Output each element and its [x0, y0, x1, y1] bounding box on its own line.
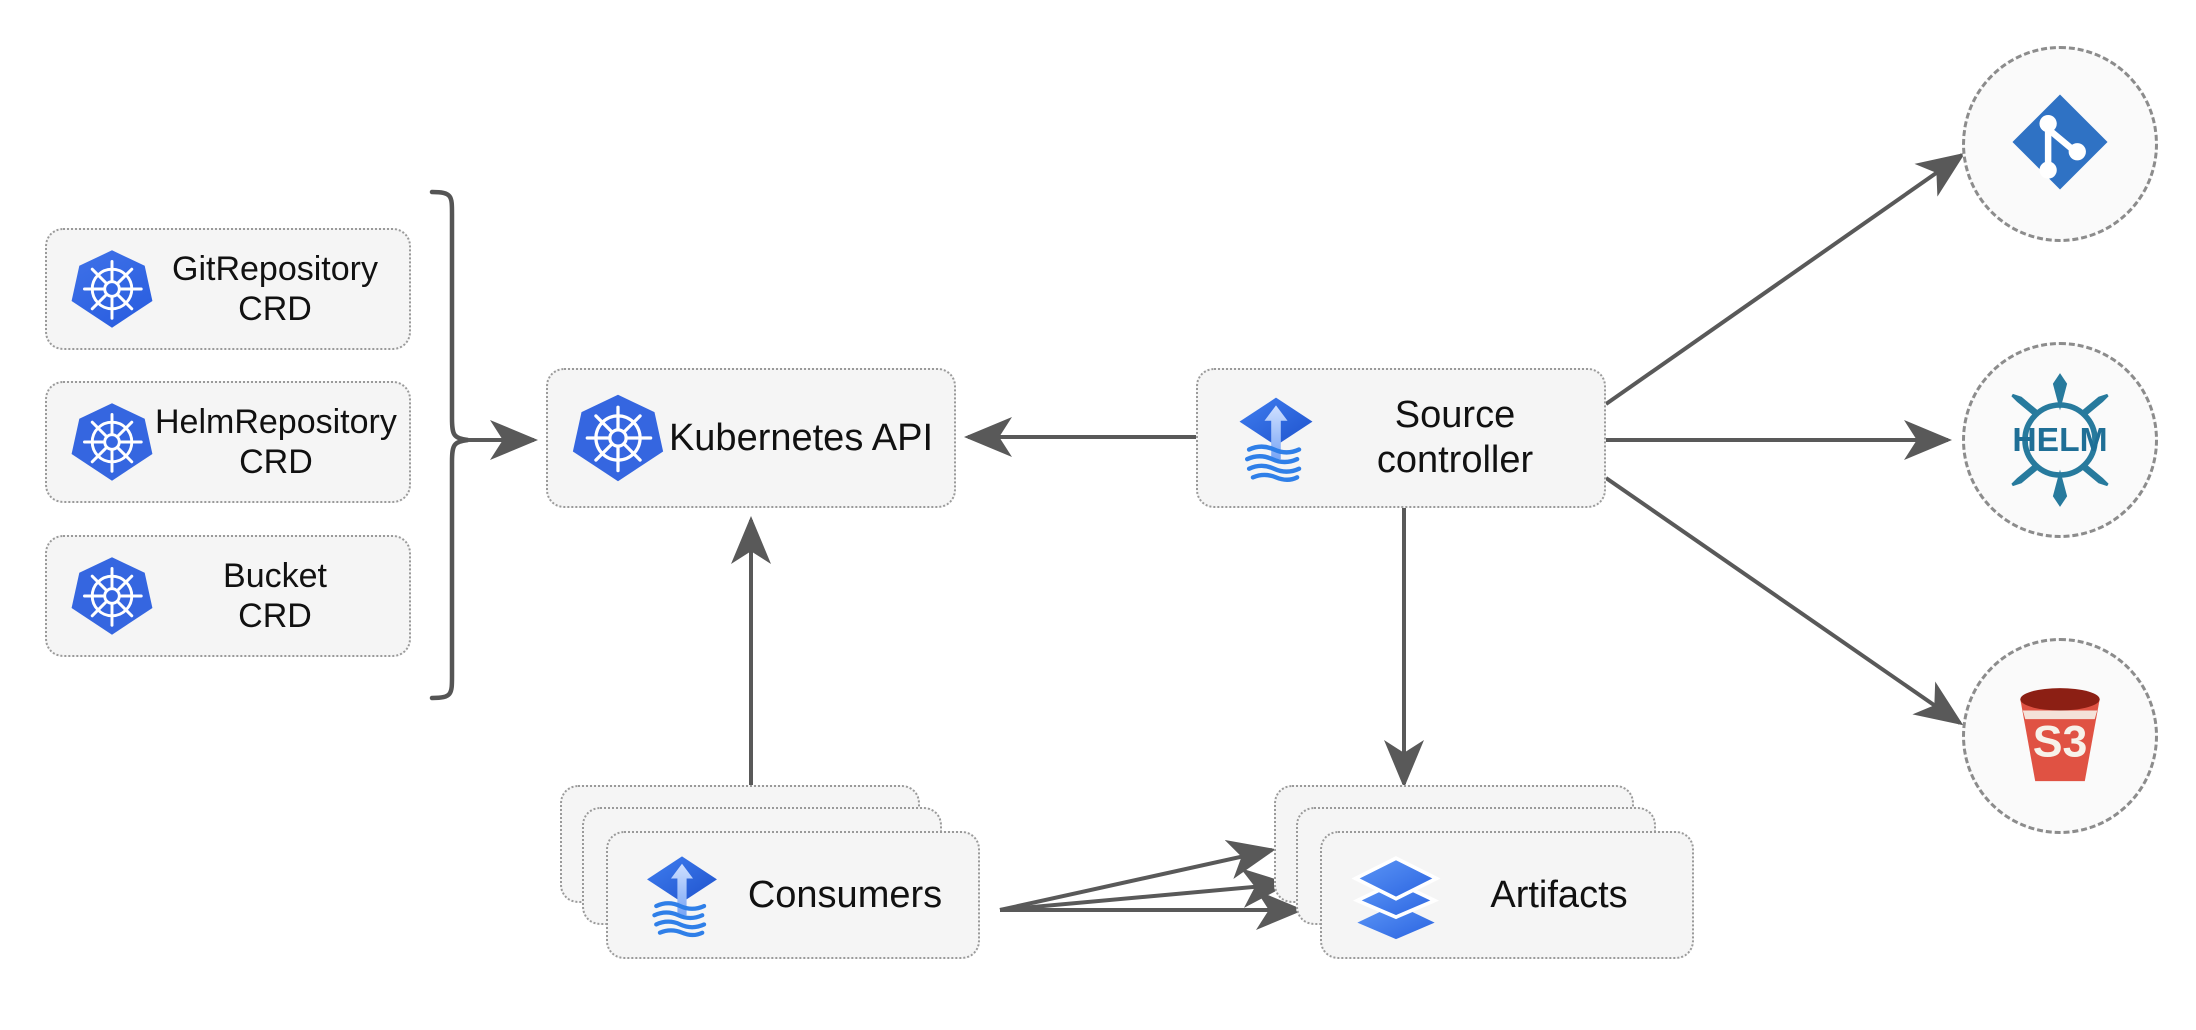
flux-icon [1228, 390, 1324, 486]
crd-group-brace [429, 189, 469, 701]
kubernetes-icon [69, 553, 155, 639]
kubernetes-icon [570, 390, 666, 486]
wire-consumers-to-artifacts-2 [999, 868, 1290, 912]
s3-bucket-icon: S3 [1998, 672, 2122, 801]
consumers-stack[interactable]: Consumers [560, 785, 980, 975]
git-icon [2006, 88, 2114, 201]
s3-wordmark: S3 [2033, 717, 2088, 766]
helm-wordmark: HELM [2012, 422, 2107, 459]
artifacts-label: Artifacts [1490, 873, 1628, 916]
source-controller-node[interactable]: Source controller [1196, 368, 1606, 508]
consumers-label: Consumers [747, 873, 943, 916]
crd-box-gitrepository[interactable]: GitRepository CRD [45, 228, 411, 350]
crd-box-bucket[interactable]: Bucket CRD [45, 535, 411, 657]
external-helm[interactable]: HELM [1962, 342, 2158, 538]
crd-label: GitRepository CRD [172, 249, 378, 328]
kubernetes-api-node[interactable]: Kubernetes API [546, 368, 956, 508]
wire-source-to-git [1604, 152, 1966, 406]
crd-box-helmrepository[interactable]: HelmRepository CRD [45, 381, 411, 503]
artifacts-stack[interactable]: Artifacts [1274, 785, 1694, 975]
artifacts-node[interactable]: Artifacts [1320, 831, 1694, 959]
layers-icon [1348, 847, 1444, 943]
wire-consumers-to-artifacts-1 [999, 839, 1276, 912]
crd-label: HelmRepository CRD [155, 402, 397, 481]
source-controller-label: Source controller [1376, 394, 1534, 481]
consumers-node[interactable]: Consumers [606, 831, 980, 959]
external-git[interactable] [1962, 46, 2158, 242]
crd-label: Bucket CRD [223, 556, 327, 635]
flux-icon [634, 847, 730, 943]
kubernetes-api-label: Kubernetes API [668, 416, 934, 459]
kubernetes-icon [69, 246, 155, 332]
external-s3[interactable]: S3 [1962, 638, 2158, 834]
kubernetes-icon [69, 399, 155, 485]
helm-icon: HELM [1990, 370, 2130, 510]
wire-source-to-s3 [1604, 476, 1964, 726]
